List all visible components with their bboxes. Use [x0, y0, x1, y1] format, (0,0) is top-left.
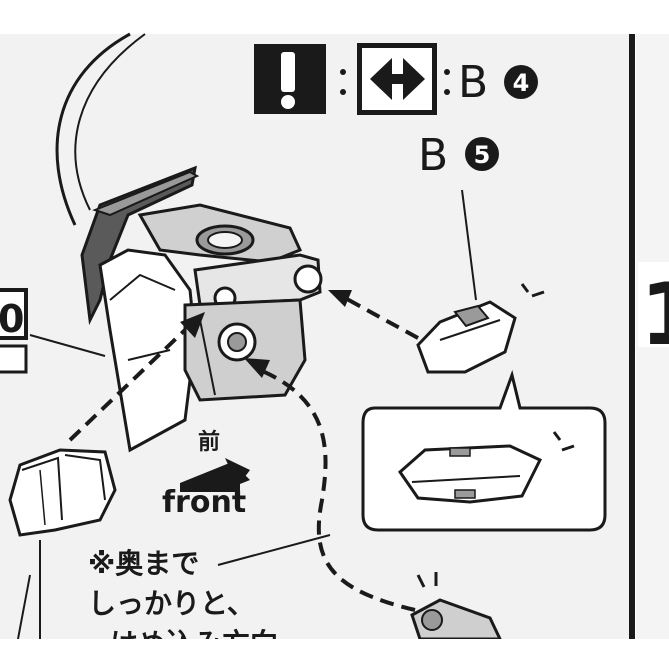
arrowhead-hand — [180, 312, 205, 338]
part-number-badge-4: 4 — [504, 65, 538, 99]
body-assembly — [80, 165, 323, 453]
left-hand-part — [8, 448, 117, 537]
front-arrow-icon — [180, 458, 250, 492]
dashed-arrow-hand — [68, 328, 187, 442]
note-line-3: はめ込み方向 — [110, 627, 278, 660]
direction-label-jp: 前 — [198, 429, 220, 455]
arrowhead-bottom — [244, 358, 270, 378]
left-step-digit: 0 — [0, 297, 24, 341]
right-step-number: 1 — [638, 262, 669, 365]
dashed-arrow-b5 — [344, 296, 419, 340]
left-right-arrows-icon — [357, 43, 437, 115]
part-label-b4-letter: B — [458, 57, 488, 108]
note-line-2: しっかりと、 — [88, 587, 255, 620]
arrowhead-b5 — [328, 290, 352, 307]
direction-label-en: front — [162, 485, 246, 520]
leader-line-note — [217, 534, 331, 566]
bottom-margin — [0, 639, 669, 669]
colon-separator-2 — [444, 69, 450, 95]
leader-line-hand-2 — [17, 574, 31, 640]
part-label-b5-letter: B — [418, 130, 448, 181]
detail-callout — [361, 369, 607, 532]
bottom-part — [410, 572, 503, 641]
dashed-arrow-bottom — [259, 368, 416, 612]
left-step-box: 0 — [0, 288, 28, 374]
leader-line-left — [29, 334, 106, 357]
svg-text:4: 4 — [513, 69, 530, 97]
curved-guide-line — [55, 32, 131, 226]
note-line-1: ※奥まで — [88, 547, 199, 580]
svg-text:1: 1 — [640, 265, 669, 365]
part-number-badge-5: 5 — [465, 137, 499, 171]
emphasis-marks-b5 — [520, 283, 545, 298]
leader-line-b5 — [461, 189, 477, 301]
part-b5 — [416, 300, 517, 374]
svg-text:5: 5 — [474, 141, 491, 169]
colon-separator-1 — [340, 69, 346, 95]
curved-guide-line-2 — [74, 33, 146, 211]
exclamation-icon — [254, 44, 326, 114]
note-line-3-clip: はめ込み方向 — [110, 627, 278, 660]
